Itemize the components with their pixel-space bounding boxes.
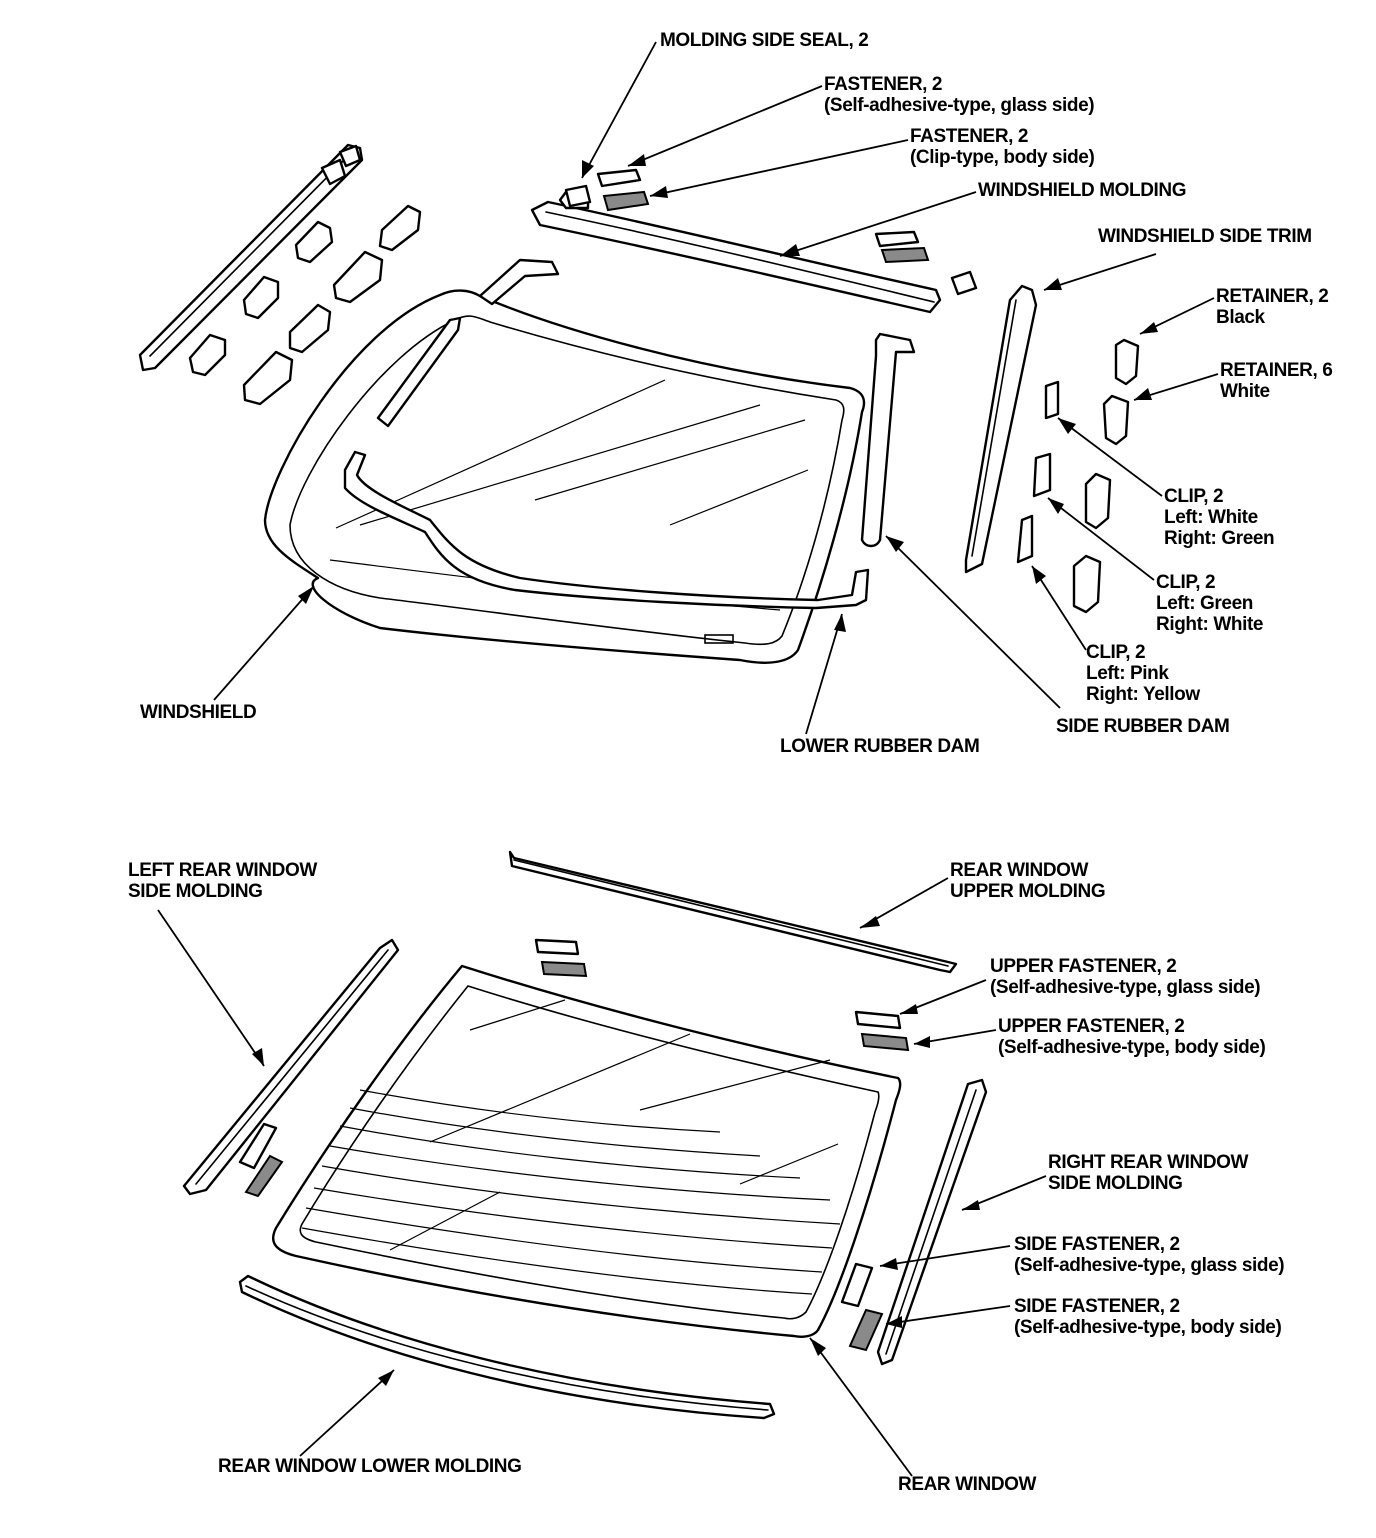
label-side-fastener-glass-side: SIDE FASTENER, 2 (Self-adhesive-type, gl… (1014, 1234, 1285, 1276)
lower-rubber-dam (343, 450, 870, 610)
label-left-rear-window-side-molding: LEFT REAR WINDOW SIDE MOLDING (128, 860, 317, 902)
label-molding-side-seal: MOLDING SIDE SEAL, 2 (660, 30, 869, 51)
molding-side-seal-parts (564, 184, 978, 296)
windshield-molding (530, 190, 942, 314)
rear-window-lower-molding (238, 1274, 776, 1420)
windshield-left-side-trim (138, 143, 364, 372)
label-right-rear-window-side-molding: RIGHT REAR WINDOW SIDE MOLDING (1048, 1152, 1249, 1194)
label-windshield: WINDSHIELD (140, 702, 257, 723)
windshield-retainers (188, 204, 422, 406)
side-rubber-dam (860, 332, 916, 548)
rear-upper-fastener-parts (534, 938, 910, 1052)
label-windshield-molding: WINDSHIELD MOLDING (978, 180, 1187, 201)
label-rear-window-upper-molding: REAR WINDOW UPPER MOLDING (950, 860, 1106, 902)
label-clip-white-green: CLIP, 2 Left: White Right: Green (1164, 486, 1275, 549)
label-windshield-side-trim: WINDSHIELD SIDE TRIM (1098, 226, 1312, 247)
label-fastener-glass-side: FASTENER, 2 (Self-adhesive-type, glass s… (824, 74, 1095, 116)
label-side-fastener-body-side: SIDE FASTENER, 2 (Self-adhesive-type, bo… (1014, 1296, 1282, 1338)
side-trim-retainers (1072, 338, 1140, 614)
defroster-lines (301, 1089, 841, 1295)
label-upper-fastener-glass-side: UPPER FASTENER, 2 (Self-adhesive-type, g… (990, 956, 1261, 998)
right-rear-window-side-molding (876, 1078, 988, 1366)
label-clip-green-white: CLIP, 2 Left: Green Right: White (1156, 572, 1264, 635)
side-trim-clips (1016, 380, 1060, 564)
label-retainer-white: RETAINER, 6 White (1220, 360, 1333, 402)
fastener-parts-windshield (596, 168, 930, 264)
windshield-side-trim (964, 284, 1038, 574)
upper-rubber-dam (376, 258, 560, 428)
label-upper-fastener-body-side: UPPER FASTENER, 2 (Self-adhesive-type, b… (998, 1016, 1266, 1058)
label-retainer-black: RETAINER, 2 Black (1216, 286, 1329, 328)
label-rear-window: REAR WINDOW (898, 1474, 1037, 1495)
label-side-rubber-dam: SIDE RUBBER DAM (1056, 716, 1230, 737)
label-lower-rubber-dam: LOWER RUBBER DAM (780, 736, 980, 757)
leader-arrowheads (252, 154, 1158, 1386)
right-side-fasteners (840, 1262, 884, 1352)
label-fastener-body-side: FASTENER, 2 (Clip-type, body side) (910, 126, 1095, 168)
label-clip-pink-yellow: CLIP, 2 Left: Pink Right: Yellow (1086, 642, 1200, 705)
rear-window-upper-molding (508, 850, 958, 974)
rear-window-glass (272, 964, 902, 1338)
left-rear-window-side-molding (182, 938, 400, 1196)
label-rear-window-lower-molding: REAR WINDOW LOWER MOLDING (218, 1456, 522, 1477)
left-side-fasteners (238, 1122, 284, 1198)
